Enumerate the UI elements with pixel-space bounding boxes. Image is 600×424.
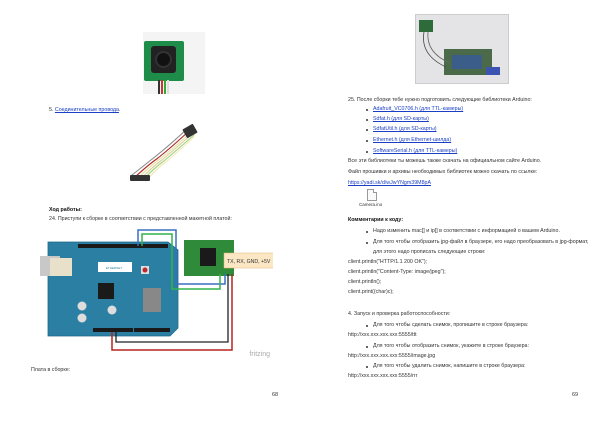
power-header: [93, 328, 133, 332]
comment-item: Надо изменить mac[] и ip[] в соответстви…: [373, 228, 560, 234]
file-icon[interactable]: [367, 189, 377, 201]
library-link[interactable]: SdfatUtil.h (для SD-карты): [373, 126, 437, 132]
black-wire: [115, 274, 229, 343]
usb-port: [50, 258, 72, 276]
bullet: [366, 119, 368, 121]
camera-sensor: [200, 248, 216, 266]
camera-wire: [158, 80, 160, 94]
capacitor: [107, 305, 117, 315]
wire-bundle: [423, 31, 447, 68]
jumper-wire: [139, 133, 193, 181]
jumper-wire: [131, 127, 189, 176]
code-line: client.println("Content-Type: image/jpeg…: [348, 269, 446, 275]
jumper-wire: [136, 131, 192, 180]
libraries-note: Все эти библиотеки ты можешь также скача…: [348, 158, 542, 164]
page-number: 68: [272, 392, 279, 398]
library-link[interactable]: SoftwareSerial.h (для TTL-камеры): [373, 148, 458, 154]
blue-wire: [137, 229, 226, 285]
bullet: [366, 140, 368, 142]
page-number: 69: [572, 392, 579, 398]
jumper-wire: [142, 134, 195, 181]
board-name: ETHERNET: [106, 266, 122, 270]
camera-wire: [164, 80, 166, 94]
capacitor: [77, 313, 87, 323]
green-wire: [141, 233, 221, 290]
camera-wire: [167, 80, 169, 94]
item-5: 5. Соединительные провода.: [49, 107, 120, 114]
fritzing-wiring-diagram: ETHERNET TX, RX, GND, +5V fritzing: [40, 229, 273, 358]
bullet: [366, 366, 368, 368]
wire-connectors-bottom: [130, 175, 150, 181]
check-url: http://xxx.xxx.xxx.xxx:5555/rrr: [348, 373, 418, 379]
microcontroller-chip: [98, 283, 114, 299]
step-25: 25. После сборки тебе нужно подготовить …: [348, 97, 532, 103]
cable-plug: [486, 67, 500, 75]
board-logo-label: [98, 262, 132, 272]
bullet: [366, 109, 368, 111]
camera-wire: [161, 80, 163, 94]
assembled-board-photo: [415, 14, 509, 84]
firmware-note: Файл прошивки и архивы необходимых библи…: [348, 169, 538, 175]
wire-bundle: [427, 31, 451, 64]
bullet: [366, 151, 368, 153]
left-page: 5. Соединительные провода. Ход работы: 2…: [31, 32, 279, 398]
section-4-heading: 4. Запуск и проверка работоспособности:: [348, 311, 451, 317]
comments-heading: Комментарии к коду:: [348, 217, 404, 223]
bullet: [366, 242, 368, 244]
check-instruction: Для того чтобы сделать снимок, пропишите…: [373, 322, 529, 328]
check-instruction: Для того чтобы отобразить снимок, укажит…: [373, 343, 529, 349]
library-link[interactable]: Sdfat.h (для SD-карты): [373, 116, 429, 122]
bullet: [366, 346, 368, 348]
digital-header: [78, 244, 168, 248]
section-heading: Ход работы:: [49, 207, 82, 213]
comment-continuation: для этого надо прописать следующие строк…: [373, 249, 486, 255]
reset-button-cap: [142, 267, 148, 273]
analog-header: [134, 328, 170, 332]
bullet: [366, 129, 368, 131]
assembled-caption: Плата в сборке:: [31, 367, 71, 373]
camera-module: [419, 20, 433, 32]
camera-lens: [155, 51, 172, 68]
bullet: [366, 325, 368, 327]
attachment-name[interactable]: Camera.ino: [359, 202, 383, 207]
check-instruction: Для того чтобы удалить снимок, напишите …: [373, 363, 526, 369]
item-5-number: 5.: [49, 107, 55, 113]
ethernet-shield: [452, 55, 482, 69]
check-url: http://xxx.xxx.xxx.xxx:5555/image.jpg: [348, 353, 436, 359]
sd-card-slot: [143, 288, 161, 312]
jumper-wire: [145, 136, 195, 182]
step-24: 24. Приступи к сборке в соответствии с п…: [49, 216, 232, 222]
jumper-wires-photo: [130, 124, 198, 182]
capacitor: [77, 301, 87, 311]
pin-label-box: [223, 252, 273, 269]
code-line: client.print((char)c);: [348, 289, 394, 295]
check-url: http://xxx.xxx.xxx.xxx:5555/ttt: [348, 332, 417, 338]
code-line: client.println();: [348, 279, 382, 285]
jumper-wire: [133, 129, 191, 179]
download-link[interactable]: https://yadi.sk/d/wJwYNgm39M8pA: [348, 180, 432, 186]
item-5-suffix: .: [118, 107, 121, 113]
code-line: client.println("HTTP/1.1 200 OK");: [348, 259, 428, 265]
red-wire: [111, 274, 233, 351]
library-link[interactable]: Ethernet.h (для Ethernet-шилда): [373, 137, 452, 143]
library-link[interactable]: Adafruit_VC0706.h (для TTL-камеры): [373, 106, 464, 112]
pin-label: TX, RX, GND, +5V: [227, 259, 271, 265]
comment-item: Для того чтобы отобразить jpg-файл в бра…: [373, 239, 589, 245]
wire-connectors-top: [182, 124, 198, 138]
right-page: 25. После сборки тебе нужно подготовить …: [300, 0, 600, 424]
jumper-wires-link[interactable]: Соединительные провода: [54, 107, 119, 113]
fritzing-watermark: fritzing: [249, 351, 270, 358]
bullet: [366, 231, 368, 233]
